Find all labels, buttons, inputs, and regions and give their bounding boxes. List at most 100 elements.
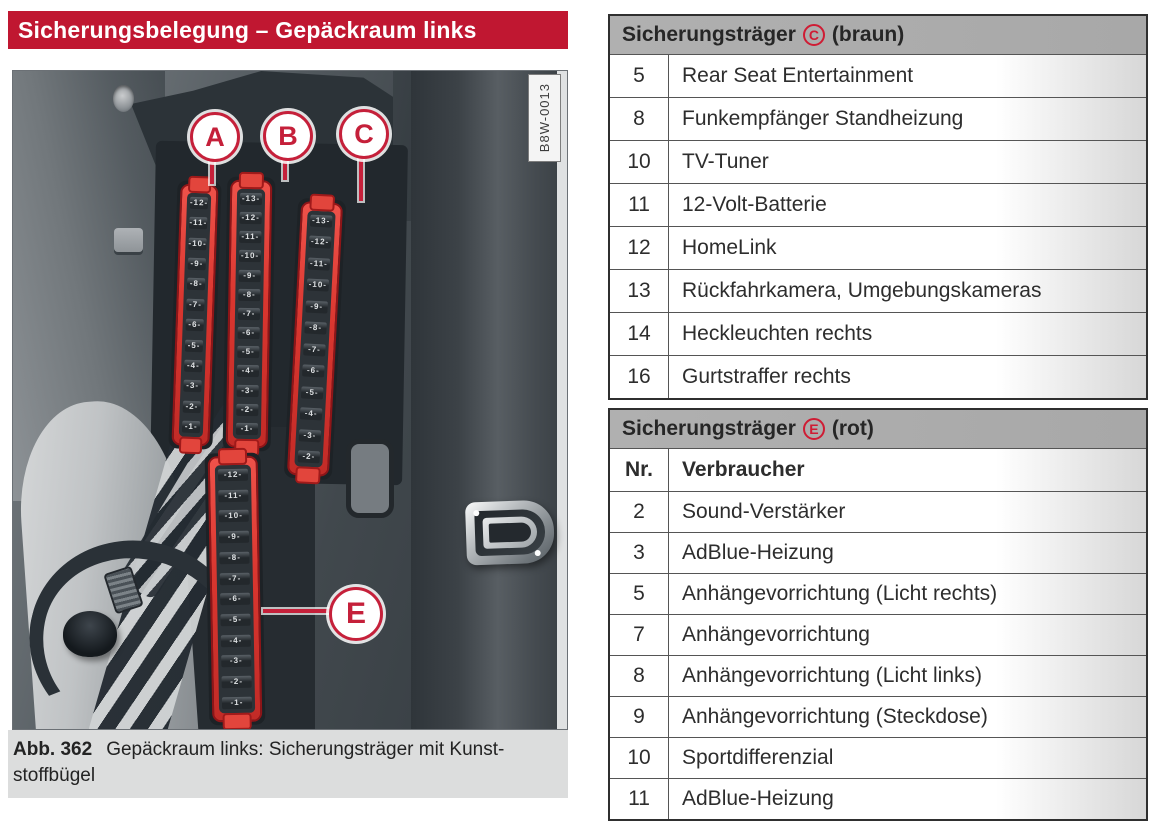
fuse-slot-B-4: -4-: [236, 365, 260, 378]
fuse-consumer-cell: Anhängevorrichtung: [682, 623, 870, 646]
fuse-number-cell: 5: [610, 55, 669, 97]
circled-letter-C: C: [802, 24, 825, 46]
table-row: 5 Rear Seat Entertainment: [610, 54, 1146, 97]
fusebox-illustration: B8W-0013 -12--11--10--9--8--7--6--5--4--…: [12, 70, 568, 730]
fuse-slot-A-10: -10-: [188, 237, 207, 251]
caption-line1: Gepäckraum links: Sicherungsträger mit K…: [106, 739, 505, 760]
fuse-consumer-cell: Funkempfänger Standheizung: [682, 107, 964, 130]
fuse-consumer-cell: Rear Seat Entertainment: [682, 64, 914, 87]
fuse-slot-A-1: -1-: [181, 420, 201, 434]
table-row: 8 Funkempfänger Standheizung: [610, 97, 1146, 140]
fuse-number-cell: 16: [610, 356, 669, 398]
fuse-slot-E-4: -4-: [220, 634, 252, 648]
fuse-slot-E-8: -8-: [219, 551, 250, 565]
fuse-slot-B-8: -8-: [238, 288, 261, 301]
table-row: 16 Gurtstraffer rechts: [610, 355, 1146, 398]
fuse-slot-A-7: -7-: [186, 298, 205, 312]
fuse-slot-A-11: -11-: [188, 217, 208, 230]
fuse-slot-C-7: -7-: [303, 343, 326, 357]
fuse-slot-E-3: -3-: [221, 655, 252, 668]
carrier-tab: [187, 175, 212, 194]
fuse-slot-C-2: -2-: [297, 450, 321, 464]
fuse-number-cell: Nr.: [610, 449, 669, 491]
fuse-number-cell: 8: [610, 656, 669, 696]
fuse-consumer-cell: Rückfahrkamera, Umgebungskameras: [682, 279, 1042, 302]
chrome-handle: [464, 499, 556, 566]
fuse-consumer-cell: AdBlue-Heizung: [682, 541, 834, 564]
fuse-consumer-cell: TV-Tuner: [682, 150, 769, 173]
table-row: 10 Sportdifferenzial: [610, 737, 1146, 778]
callout-letter-A: A: [190, 112, 240, 162]
fuse-slot-A-3: -3-: [183, 379, 202, 393]
fuse-slot-A-9: -9-: [187, 257, 207, 271]
fuse-carrier-A: -12--11--10--9--8--7--6--5--4--3--2--1-: [168, 175, 222, 455]
fuse-carrier-E: -12--11--10--9--8--7--6--5--4--3--2--1-: [204, 447, 266, 729]
callout-leader-A: [210, 156, 214, 184]
fuse-consumer-cell: Anhängevorrichtung (Licht links): [682, 664, 982, 687]
callout-leader-B: [283, 155, 287, 180]
image-code-text: B8W-0013: [537, 83, 552, 153]
fuse-number-cell: 3: [610, 533, 669, 573]
fuse-consumer-cell: Anhängevorrichtung (Licht rechts): [682, 582, 998, 605]
fuse-number-cell: 14: [610, 313, 669, 355]
figure-caption: Abb. 362 Gepäckraum links: Sicherungsträg…: [8, 730, 568, 799]
fuse-number-cell: 8: [610, 98, 669, 140]
fuse-slot-B-13: -13-: [239, 192, 263, 206]
fuse-consumer-cell: Sportdifferenzial: [682, 746, 834, 769]
fuse-slot-E-12: -12-: [217, 468, 249, 482]
fuse-table-title: Sicherungsträger C (braun): [610, 16, 1146, 54]
fuse-slot-B-6: -6-: [237, 326, 260, 340]
bracket-outline: [346, 439, 394, 518]
fuse-slot-B-9: -9-: [238, 269, 261, 282]
fuse-slot-E-6: -6-: [220, 593, 251, 606]
fuse-slot-E-2: -2-: [221, 675, 252, 689]
fuse-slot-C-4: -4-: [299, 407, 323, 421]
table-row: 8 Anhängevorrichtung (Licht links): [610, 655, 1146, 696]
tables-column: Sicherungsträger C (braun) 5 Rear Seat Enter…: [608, 14, 1148, 821]
fuse-slot-B-2: -2-: [236, 403, 259, 416]
carrier-tab: [309, 193, 336, 212]
carrier-tab: [294, 466, 321, 485]
fuse-slot-E-11: -11-: [218, 489, 249, 502]
fuse-slot-A-4: -4-: [184, 359, 203, 373]
fuse-slot-B-3: -3-: [236, 384, 259, 397]
fuse-number-cell: 7: [610, 615, 669, 655]
fuse-number-cell: 12: [610, 227, 669, 269]
callout-letter-E: E: [329, 587, 383, 641]
figure-number: Abb. 362: [13, 739, 93, 760]
fuse-number-cell: 10: [610, 738, 669, 778]
fuse-table-C: Sicherungsträger C (braun) 5 Rear Seat Enter…: [608, 14, 1148, 400]
fuse-slot-C-13: -13-: [309, 214, 333, 228]
fuse-slot-E-10: -10-: [218, 510, 249, 523]
cable-grommet: [63, 611, 117, 657]
figure-panel: Sicherungsbelegung – Gepäckraum links B8…: [8, 11, 568, 799]
table-row: 3 AdBlue-Heizung: [610, 532, 1146, 573]
fuse-slot-B-1: -1-: [235, 422, 259, 436]
trim-edge-strip: [557, 71, 567, 729]
callout-leader-E: [263, 609, 331, 613]
carrier-tab: [222, 712, 253, 729]
fuse-consumer-cell: Heckleuchten rechts: [682, 322, 873, 345]
image-code-label: B8W-0013: [528, 74, 561, 162]
fuse-consumer-cell: Gurtstraffer rechts: [682, 365, 851, 388]
fuse-number-cell: 9: [610, 697, 669, 737]
callout-letter-C: C: [339, 109, 389, 159]
caption-line2: stoffbügel: [13, 765, 96, 787]
callout-letter-B: B: [263, 111, 313, 161]
fuse-consumer-cell: AdBlue-Heizung: [682, 787, 834, 810]
carrier-tab: [178, 436, 203, 455]
callout-leader-C: [359, 153, 363, 201]
table-title-prefix: Sicherungsträger: [622, 23, 796, 46]
table-title-suffix: (braun): [831, 23, 905, 46]
fuse-slot-A-6: -6-: [185, 318, 205, 332]
carrier-tab: [238, 171, 264, 190]
table-column-header-row: Nr.Verbraucher: [610, 448, 1146, 491]
